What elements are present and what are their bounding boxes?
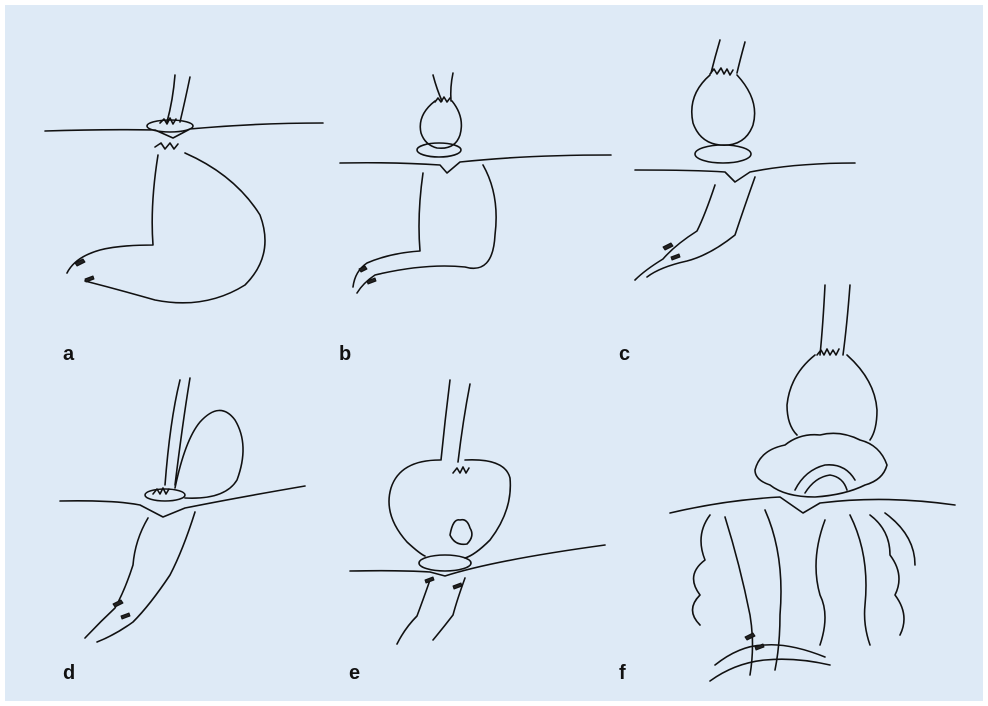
panel-label-f: f (619, 663, 626, 683)
panel-e: e (325, 360, 635, 701)
diaphragm-line (60, 486, 305, 517)
hiatus-ring (147, 120, 193, 132)
hiatus-ring (419, 555, 471, 571)
panel-f: f (615, 285, 983, 701)
pylorus-mark (425, 577, 462, 589)
stomach-drawing-e (325, 360, 635, 701)
stomach-folded (755, 433, 887, 497)
hernia-sac (420, 101, 461, 148)
stomach-drawing-b (325, 5, 635, 355)
pylorus-mark (113, 600, 130, 619)
hernia-sac (389, 460, 510, 558)
esophagus (165, 378, 190, 485)
hernia-sac (787, 355, 877, 440)
panel-d: d (5, 360, 335, 701)
panel-a: a (5, 5, 335, 355)
stomach-outline (693, 510, 782, 675)
esophagus (820, 285, 850, 355)
stomach-drawing-d (5, 360, 335, 701)
stomach-drawing-a (5, 5, 335, 355)
paraesophageal-sac (175, 410, 243, 498)
diaphragm-line (635, 163, 855, 182)
stomach-outline (635, 177, 755, 280)
pylorus-mark (75, 259, 94, 282)
stomach-drawing-f (615, 285, 975, 701)
esophagus (711, 40, 745, 73)
esophagus (433, 73, 453, 101)
hiatus-ring (417, 143, 461, 157)
esophagus (167, 75, 190, 122)
panel-label-e: e (349, 663, 360, 683)
stomach-outline (353, 165, 496, 293)
stomach-outline (67, 153, 265, 303)
panel-b: b (325, 5, 635, 355)
diaphragm-line (670, 497, 955, 513)
esophagus (441, 380, 470, 462)
ge-junction (450, 520, 472, 545)
hiatus-ring (695, 145, 751, 163)
diaphragm-line (340, 155, 611, 173)
figure-canvas: a b c (5, 5, 983, 701)
hernia-sac (692, 75, 755, 145)
panel-label-d: d (63, 663, 75, 683)
pylorus-mark (359, 266, 376, 284)
stomach-outline (85, 512, 195, 642)
diaphragm-line (350, 545, 605, 576)
